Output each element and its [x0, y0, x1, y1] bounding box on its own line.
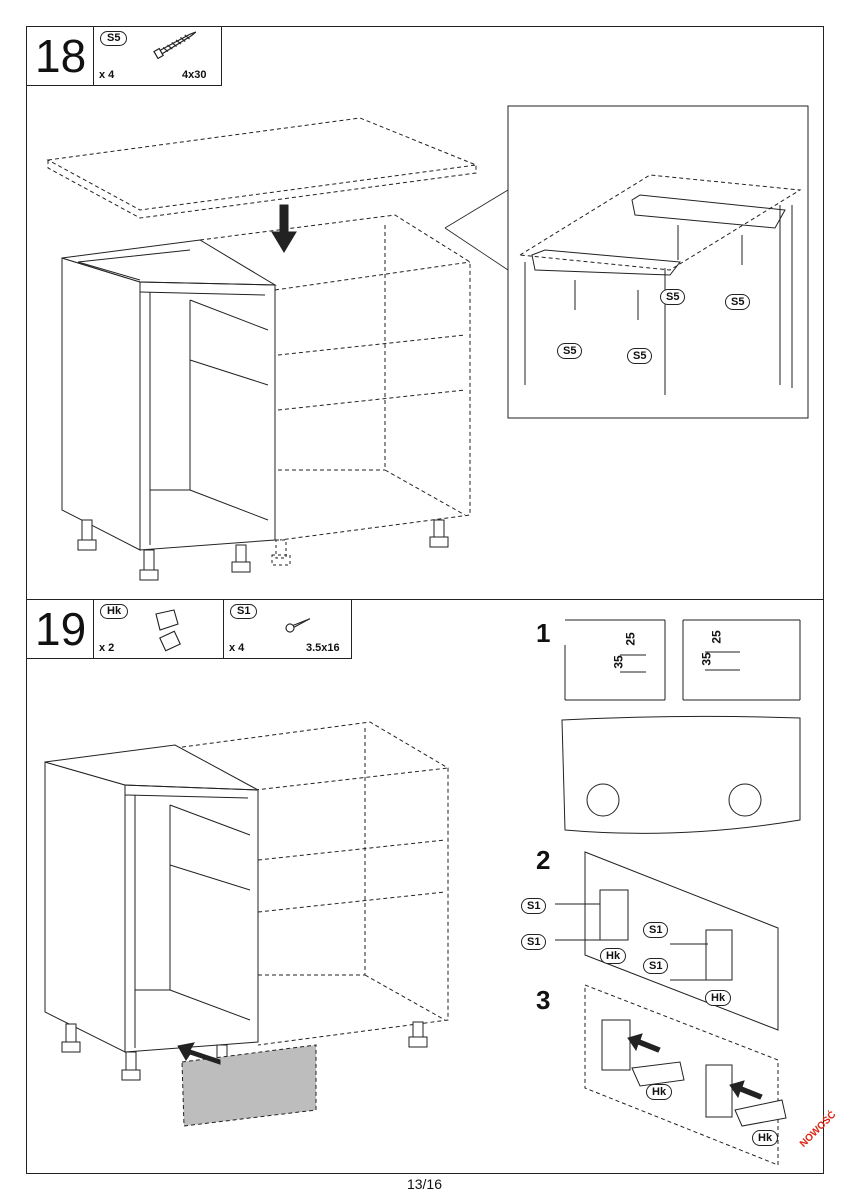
part-spec: 3.5x16	[306, 642, 340, 654]
callout-hk: Hk	[705, 990, 732, 1006]
callout-hk: Hk	[646, 1084, 673, 1100]
callout-s5: S5	[725, 294, 751, 310]
dim-label: 25	[623, 632, 638, 646]
substep-number: 3	[536, 985, 551, 1015]
screw-icon	[153, 31, 197, 60]
step-number: 18	[35, 30, 87, 82]
callout-s5: S5	[627, 348, 653, 364]
step-19-header: 19 Hk x 2 S1 x 4 3.5x16	[26, 599, 352, 659]
part-cell-hk: Hk x 2	[93, 600, 223, 658]
page-number: 13/16	[406, 1176, 443, 1192]
part-qty: x 2	[99, 642, 115, 654]
dim-label: 35	[611, 655, 626, 669]
part-qty: x 4	[99, 69, 115, 81]
screw-icon	[285, 618, 311, 633]
callout-s1: S1	[521, 898, 547, 914]
callout-s1: S1	[643, 922, 669, 938]
callout-s1: S1	[521, 934, 547, 950]
step-18-illustration	[46, 105, 809, 581]
part-qty: x 4	[229, 642, 245, 654]
section-divider	[26, 599, 824, 600]
substep-number: 1	[536, 618, 551, 648]
callout-s1: S1	[643, 958, 669, 974]
step-18-header: 18 S5 x 4 4x30	[26, 26, 222, 86]
part-spec: 4x30	[182, 69, 207, 81]
part-cell-s5: S5 x 4 4x30	[93, 27, 223, 85]
part-code: Hk	[100, 604, 129, 619]
callout-hk: Hk	[752, 1130, 779, 1146]
callout-s5: S5	[557, 343, 583, 359]
dim-label: 35	[699, 652, 714, 666]
callout-s5: S5	[660, 289, 686, 305]
part-code: S5	[100, 31, 128, 46]
callout-hk: Hk	[600, 948, 627, 964]
dim-label: 25	[709, 630, 724, 644]
part-code: S1	[230, 604, 258, 619]
step-number: 19	[35, 603, 87, 655]
hook-bracket-icon	[155, 609, 181, 652]
substep-number: 2	[536, 845, 551, 875]
part-cell-s1: S1 x 4 3.5x16	[223, 600, 353, 658]
